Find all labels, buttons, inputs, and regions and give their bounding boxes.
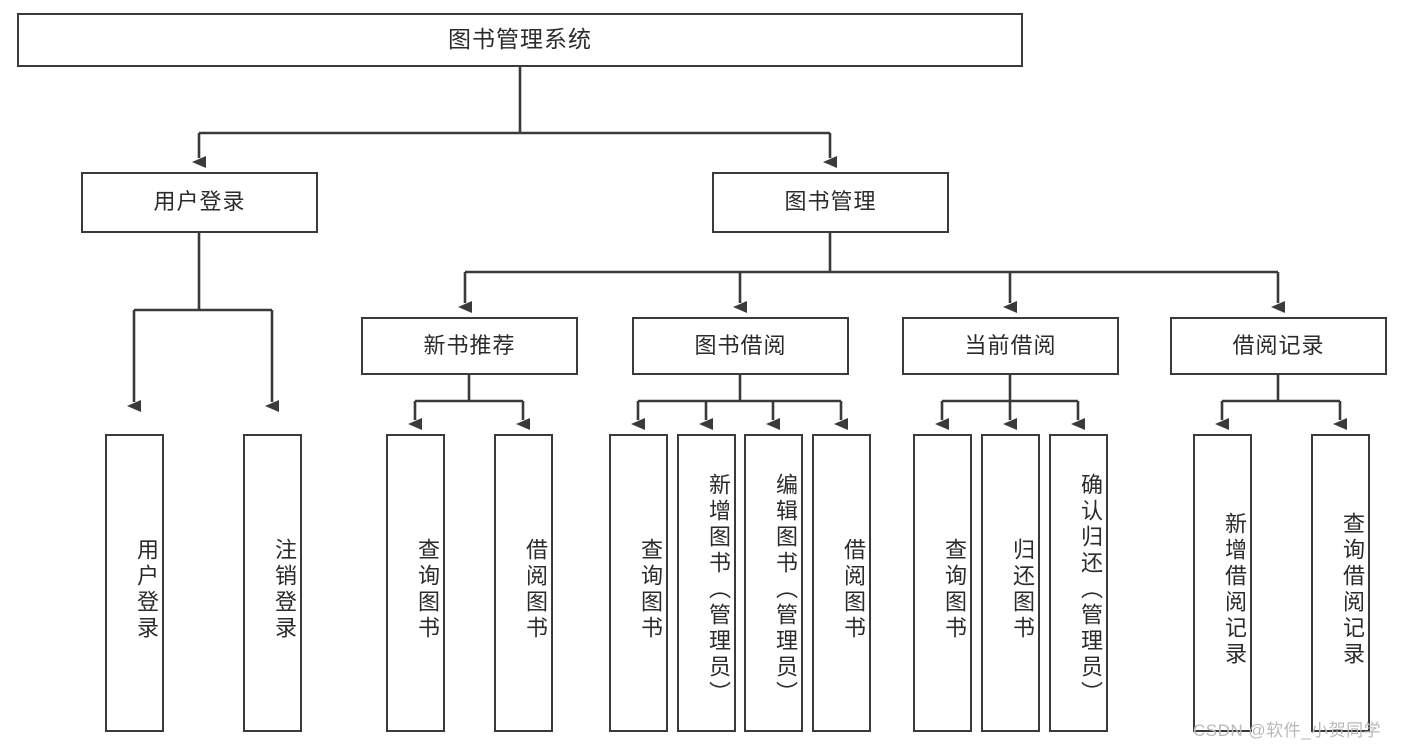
node-borrow-book-1[interactable]: 借阅图书 — [494, 434, 553, 732]
node-label: 用户登录 — [134, 538, 159, 642]
node-user-logout-leaf[interactable]: 注销登录 — [243, 434, 302, 732]
csdn-watermark: CSDN @软件_小贺同学 — [1193, 721, 1382, 740]
node-label: 编辑图书（管理员） — [773, 473, 798, 707]
node-edit-book-admin[interactable]: 编辑图书（管理员） — [744, 434, 803, 732]
node-label: 借阅记录 — [1232, 332, 1325, 358]
node-label: 查询图书 — [942, 538, 967, 642]
node-label: 图书管理 — [784, 189, 877, 215]
node-book-management[interactable]: 图书管理 — [712, 172, 949, 233]
node-user-login-leaf[interactable]: 用户登录 — [105, 434, 164, 732]
node-label: 查询图书 — [638, 538, 663, 642]
node-borrow-book-2[interactable]: 借阅图书 — [812, 434, 871, 732]
node-label: 用户登录 — [153, 189, 246, 215]
node-label: 图书借阅 — [694, 332, 787, 358]
node-label: 借阅图书 — [523, 538, 548, 642]
node-query-borrow-record[interactable]: 查询借阅记录 — [1311, 434, 1370, 732]
node-user-login[interactable]: 用户登录 — [81, 172, 318, 233]
node-label: 新增图书（管理员） — [706, 473, 731, 707]
node-label: 注销登录 — [272, 538, 297, 642]
node-label: 图书管理系统 — [448, 26, 592, 53]
node-query-book-2[interactable]: 查询图书 — [609, 434, 668, 732]
node-label: 查询图书 — [415, 538, 440, 642]
node-label: 借阅图书 — [841, 538, 866, 642]
node-label: 确认归还（管理员） — [1078, 473, 1103, 707]
node-borrow-record[interactable]: 借阅记录 — [1170, 317, 1387, 375]
node-book-borrow[interactable]: 图书借阅 — [632, 317, 849, 375]
node-label: 当前借阅 — [964, 332, 1057, 358]
node-add-borrow-record[interactable]: 新增借阅记录 — [1193, 434, 1252, 732]
node-label: 新增借阅记录 — [1222, 512, 1247, 668]
node-query-book-3[interactable]: 查询图书 — [913, 434, 972, 732]
node-confirm-return-admin[interactable]: 确认归还（管理员） — [1049, 434, 1108, 732]
node-label: 归还图书 — [1010, 538, 1035, 642]
node-label: 新书推荐 — [423, 332, 516, 358]
node-current-borrow[interactable]: 当前借阅 — [902, 317, 1119, 375]
node-return-book[interactable]: 归还图书 — [981, 434, 1040, 732]
node-root-system[interactable]: 图书管理系统 — [17, 13, 1023, 67]
node-add-book-admin[interactable]: 新增图书（管理员） — [677, 434, 736, 732]
node-query-book-1[interactable]: 查询图书 — [386, 434, 445, 732]
node-label: 查询借阅记录 — [1340, 512, 1365, 668]
node-new-book-recommend[interactable]: 新书推荐 — [361, 317, 578, 375]
